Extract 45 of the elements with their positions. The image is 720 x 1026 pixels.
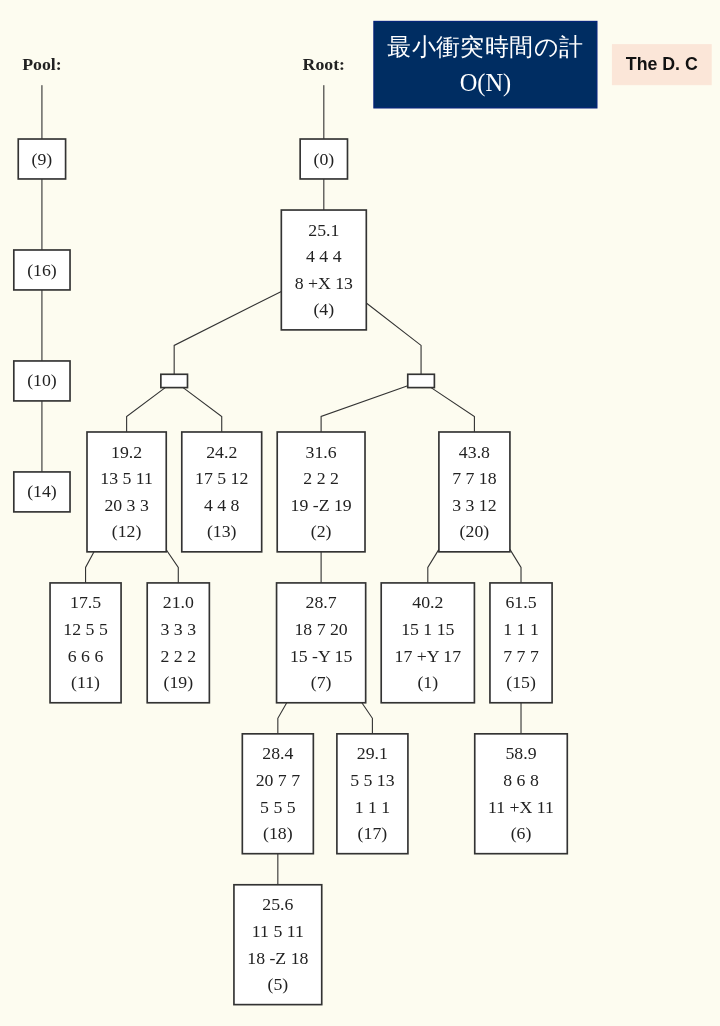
node-box: 43.8 7 7 18 3 3 12 (20) bbox=[438, 431, 511, 553]
connector bbox=[173, 290, 282, 375]
connector bbox=[126, 387, 166, 433]
connector bbox=[509, 548, 522, 584]
connector bbox=[320, 551, 322, 584]
connector bbox=[427, 548, 440, 584]
node-box: The D. C bbox=[611, 44, 712, 86]
node-box: (14) bbox=[13, 471, 71, 513]
connector bbox=[182, 387, 223, 433]
node-box: 最小衝突時間の計 O(N) bbox=[373, 20, 598, 109]
connector bbox=[520, 702, 522, 735]
node-box: 58.9 8 6 8 11 +X 11 (6) bbox=[473, 733, 569, 855]
node-box: 25.1 4 4 4 8 +X 13 (4) bbox=[280, 209, 368, 331]
node-box bbox=[406, 373, 436, 389]
connector bbox=[323, 178, 325, 211]
connector bbox=[430, 387, 475, 433]
node-box: 19.2 13 5 11 20 3 3 (12) bbox=[86, 431, 168, 553]
connector bbox=[320, 385, 409, 433]
node-box: (0) bbox=[299, 138, 349, 180]
node-box: (9) bbox=[17, 138, 67, 180]
node-box bbox=[160, 373, 189, 389]
node-box: 28.7 18 7 20 15 -Y 15 (7) bbox=[275, 582, 367, 704]
node-box: 17.5 12 5 5 6 6 6 (11) bbox=[49, 582, 122, 704]
connector bbox=[165, 549, 179, 584]
node-box: 31.6 2 2 2 19 -Z 19 (2) bbox=[276, 431, 366, 553]
node-text: Root: bbox=[302, 54, 346, 74]
connector bbox=[323, 84, 325, 140]
connector bbox=[41, 84, 43, 140]
connector bbox=[277, 853, 279, 886]
node-box: (10) bbox=[13, 360, 71, 402]
connector bbox=[361, 702, 373, 735]
node-box: 24.2 17 5 12 4 4 8 (13) bbox=[180, 431, 263, 553]
node-box: 28.4 20 7 7 5 5 5 (18) bbox=[241, 733, 315, 855]
connector bbox=[277, 702, 288, 735]
node-box: 61.5 1 1 1 7 7 7 (15) bbox=[489, 582, 553, 704]
node-box: 29.1 5 5 13 1 1 1 (17) bbox=[336, 733, 409, 855]
node-box: 21.0 3 3 3 2 2 2 (19) bbox=[146, 582, 211, 704]
connector bbox=[41, 178, 43, 251]
connector bbox=[41, 400, 43, 473]
connector bbox=[41, 289, 43, 362]
node-box: 40.2 15 1 15 17 +Y 17 (1) bbox=[380, 582, 476, 704]
connector bbox=[85, 551, 95, 584]
node-box: 25.6 11 5 11 18 -Z 18 (5) bbox=[233, 883, 323, 1006]
node-box: (16) bbox=[13, 249, 71, 291]
node-text: Pool: bbox=[22, 54, 62, 74]
